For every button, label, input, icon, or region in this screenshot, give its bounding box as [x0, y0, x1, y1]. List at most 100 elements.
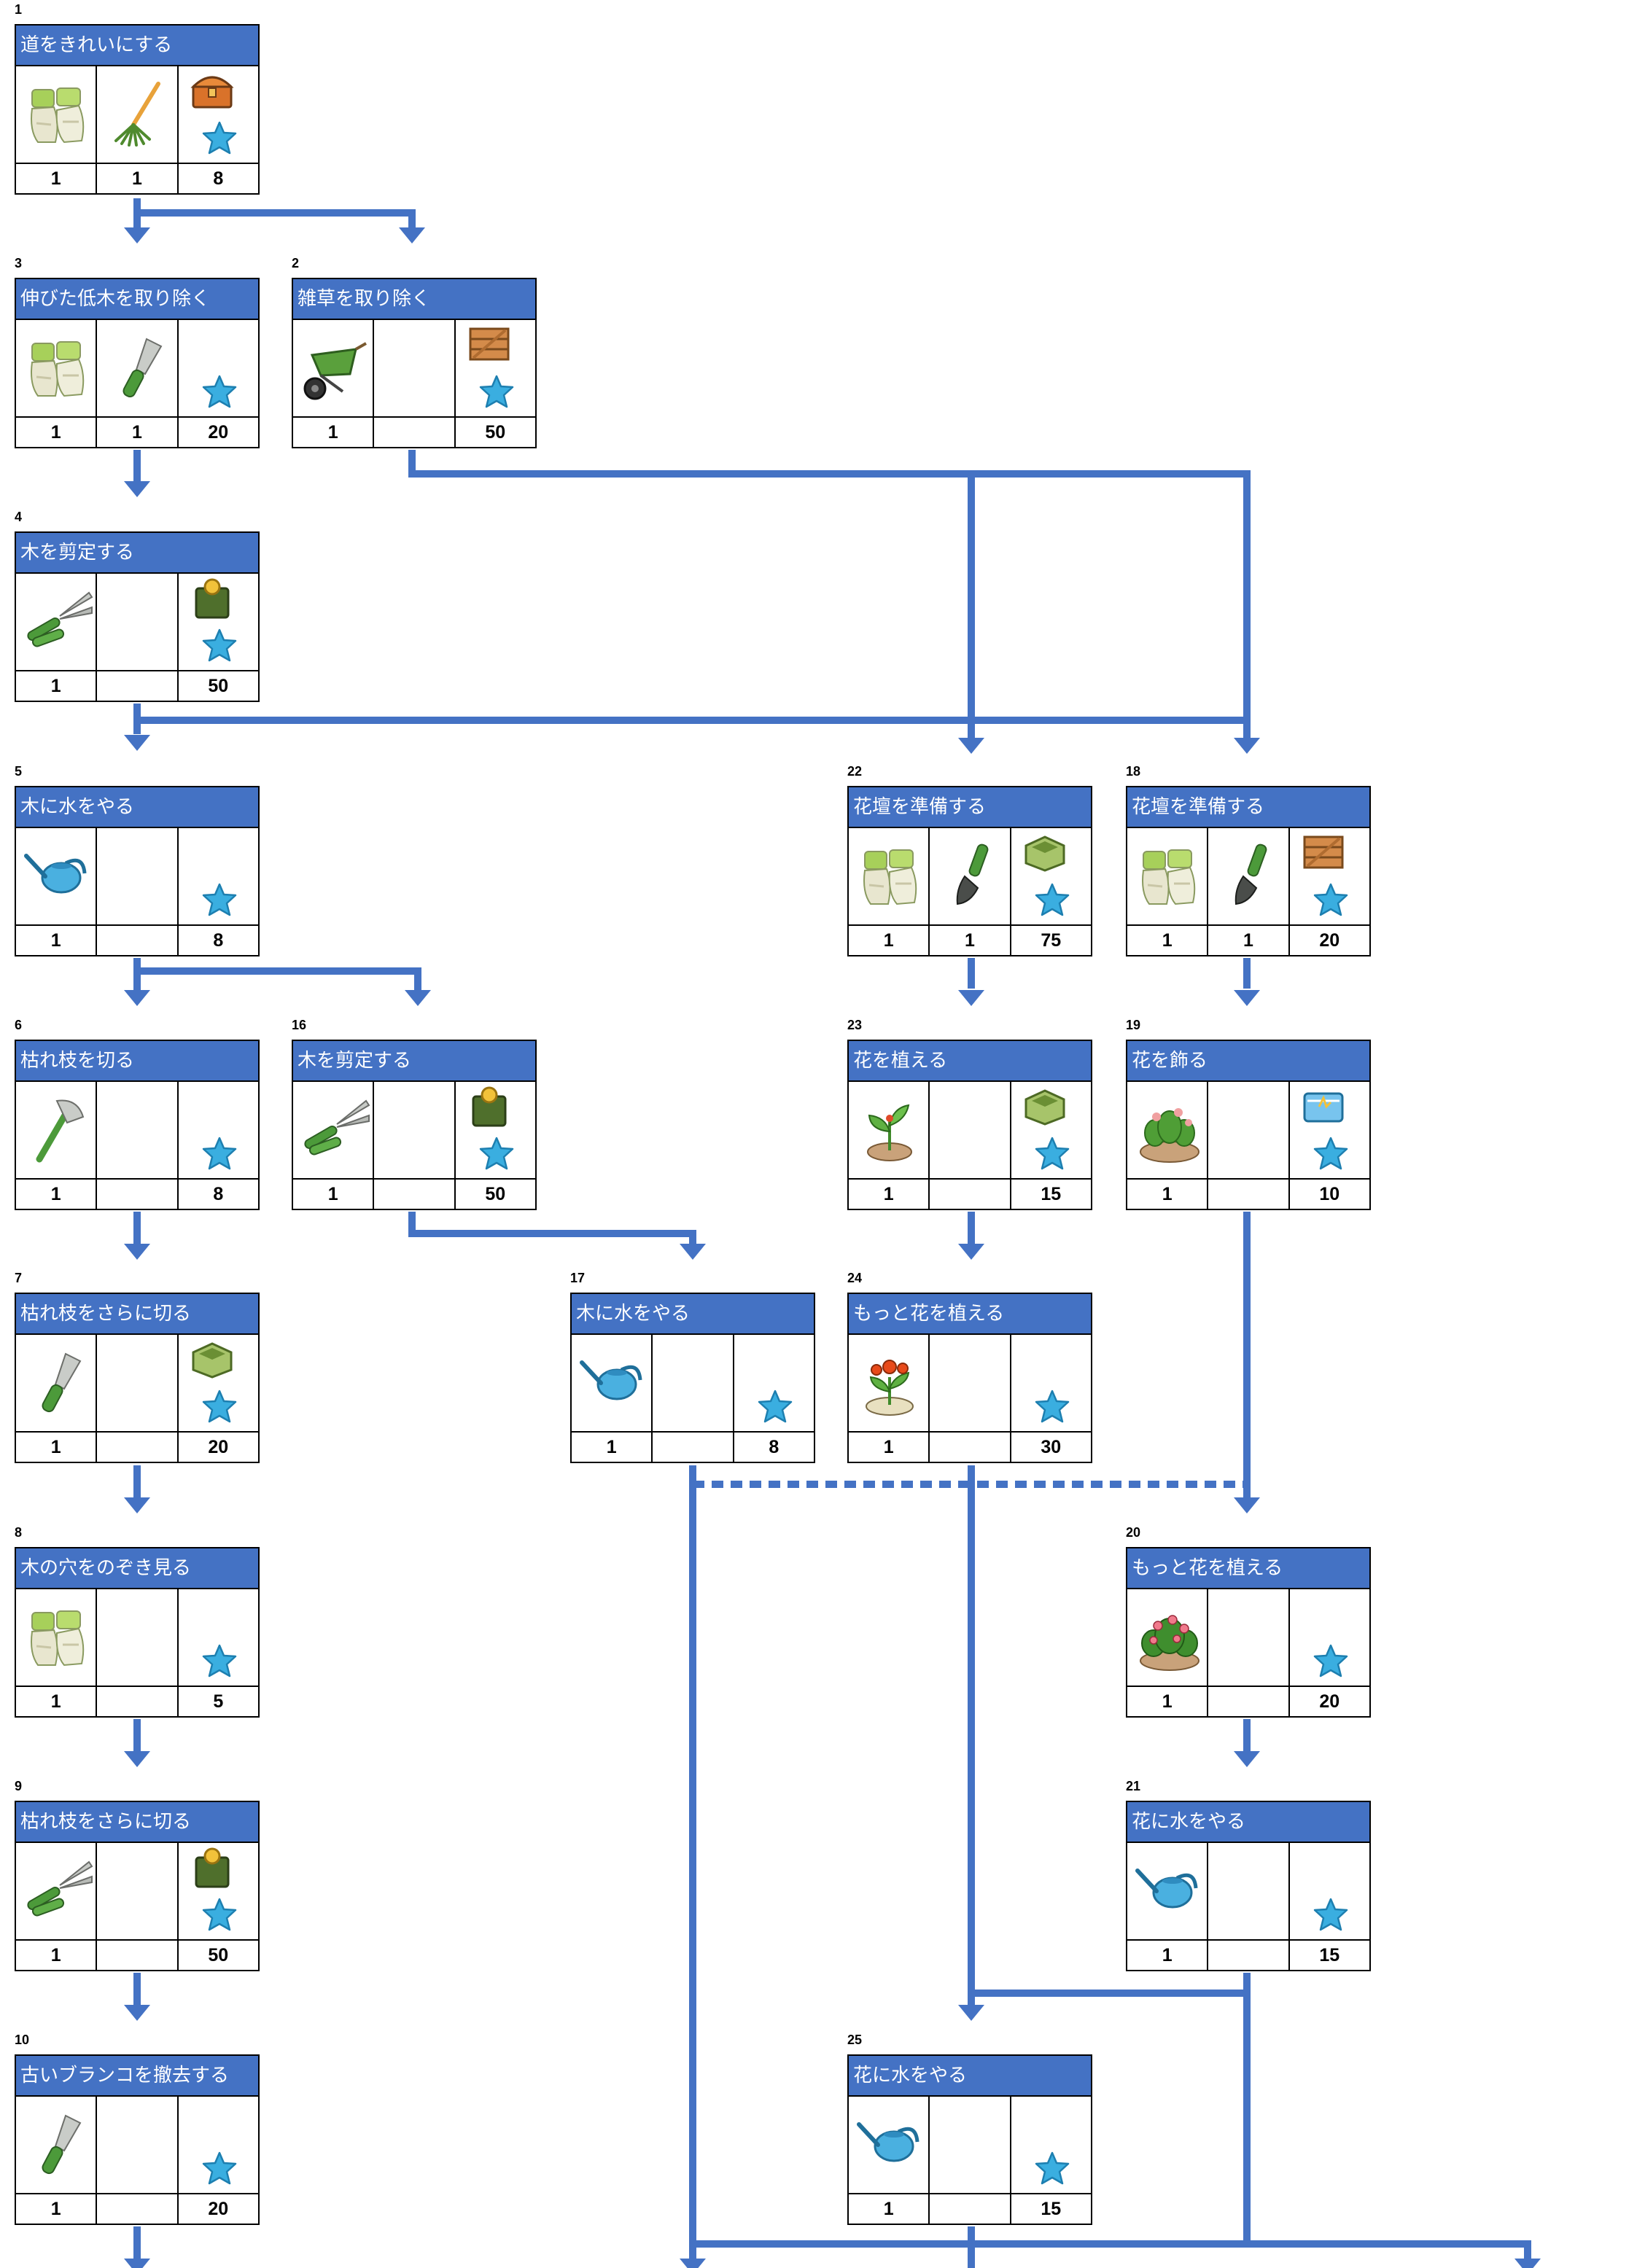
star-icon [201, 1643, 238, 1680]
task-title: 木に水をやる [16, 787, 258, 828]
requirement-cell [97, 828, 179, 924]
requirement-cell [1011, 828, 1091, 924]
requirement-cell [97, 574, 179, 670]
requirement-value: 1 [849, 1180, 930, 1209]
requirement-cell [849, 1082, 930, 1178]
arrow-head [405, 990, 431, 1006]
requirement-cell [1127, 1843, 1209, 1939]
task-title: 花に水をやる [1127, 1802, 1369, 1843]
task-title: 木を剪定する [16, 533, 258, 574]
task-number: 23 [847, 1018, 863, 1032]
task-number: 22 [847, 764, 863, 779]
requirement-value [97, 1941, 179, 1970]
requirement-cell [930, 1082, 1011, 1178]
connector-line [971, 1973, 1251, 1997]
requirement-cell [1127, 828, 1209, 924]
requirement-cell [179, 1335, 258, 1431]
requirement-value: 1 [1127, 1687, 1209, 1716]
requirement-cell [456, 320, 535, 416]
star-icon [1312, 1897, 1350, 1933]
requirement-value: 50 [485, 1184, 506, 1204]
requirement-value [97, 671, 179, 701]
star-icon [756, 1389, 794, 1425]
requirement-cell [1127, 1589, 1209, 1686]
requirement-value: 1 [572, 1433, 653, 1462]
requirement-value: 20 [208, 1437, 229, 1457]
star-icon [201, 374, 238, 410]
trowel-icon [22, 2110, 92, 2180]
requirement-value: 1 [293, 418, 375, 447]
requirement-value [97, 2194, 179, 2224]
star-icon [1033, 2151, 1071, 2187]
requirement-value: 1 [16, 1687, 98, 1716]
task-title: 雑草を取り除く [293, 279, 535, 320]
star-icon [1312, 1643, 1350, 1680]
star-icon [1312, 1136, 1350, 1172]
requirement-value: 1 [16, 1433, 98, 1462]
requirement-cell [97, 66, 179, 163]
requirement-cell [16, 320, 98, 416]
star-icon [1033, 882, 1071, 919]
task-number: 2 [292, 256, 300, 270]
task-number: 25 [847, 2033, 863, 2047]
watering-can-icon [22, 841, 95, 900]
shears-icon [22, 587, 95, 657]
arrow-head [124, 1751, 150, 1767]
requirement-cell [1127, 1082, 1209, 1178]
arrow-head [399, 227, 425, 243]
pink-bush-icon [1133, 1602, 1206, 1672]
requirement-value [930, 1180, 1011, 1209]
requirement-value: 20 [1319, 930, 1340, 951]
arrow-head [124, 735, 150, 751]
star-icon [201, 1389, 238, 1425]
requirement-value: 50 [208, 1945, 229, 1965]
coin-box-icon [189, 577, 236, 620]
flower-bush-icon [1133, 1095, 1206, 1165]
task-title: 木の穴をのぞき見る [16, 1548, 258, 1589]
requirement-cell [179, 574, 258, 670]
requirement-value: 20 [208, 422, 229, 443]
requirement-value: 10 [1319, 1184, 1340, 1204]
task-title: 花を植える [849, 1041, 1091, 1082]
coin-box-icon [466, 1085, 513, 1129]
requirement-value: 1 [930, 926, 1011, 955]
shovel-icon [1214, 841, 1284, 911]
arrow-head [124, 2005, 150, 2021]
requirement-cell [374, 1082, 456, 1178]
requirement-cell [849, 1335, 930, 1431]
task-number: 9 [15, 1779, 23, 1793]
requirement-cell [16, 66, 98, 163]
requirement-value [374, 1180, 456, 1209]
requirement-cell [1208, 1589, 1290, 1686]
arrow-head [958, 2005, 984, 2021]
requirement-cell [97, 2097, 179, 2193]
star-icon [201, 628, 238, 664]
wheelbarrow-icon [299, 333, 369, 403]
task-number: 19 [1126, 1018, 1141, 1032]
task-number: 4 [15, 510, 23, 524]
requirement-cell [97, 1589, 179, 1686]
requirement-cell [16, 2097, 98, 2193]
task-number: 20 [1126, 1525, 1141, 1540]
arrow-head [1234, 1751, 1260, 1767]
requirement-cell [930, 1335, 1011, 1431]
requirement-value: 1 [1127, 1180, 1209, 1209]
arrow-head [124, 1244, 150, 1260]
requirement-value: 1 [849, 1433, 930, 1462]
shovel-icon [936, 841, 1006, 911]
requirement-value [930, 1433, 1011, 1462]
star-icon [201, 1897, 238, 1933]
trowel-icon [103, 333, 173, 403]
